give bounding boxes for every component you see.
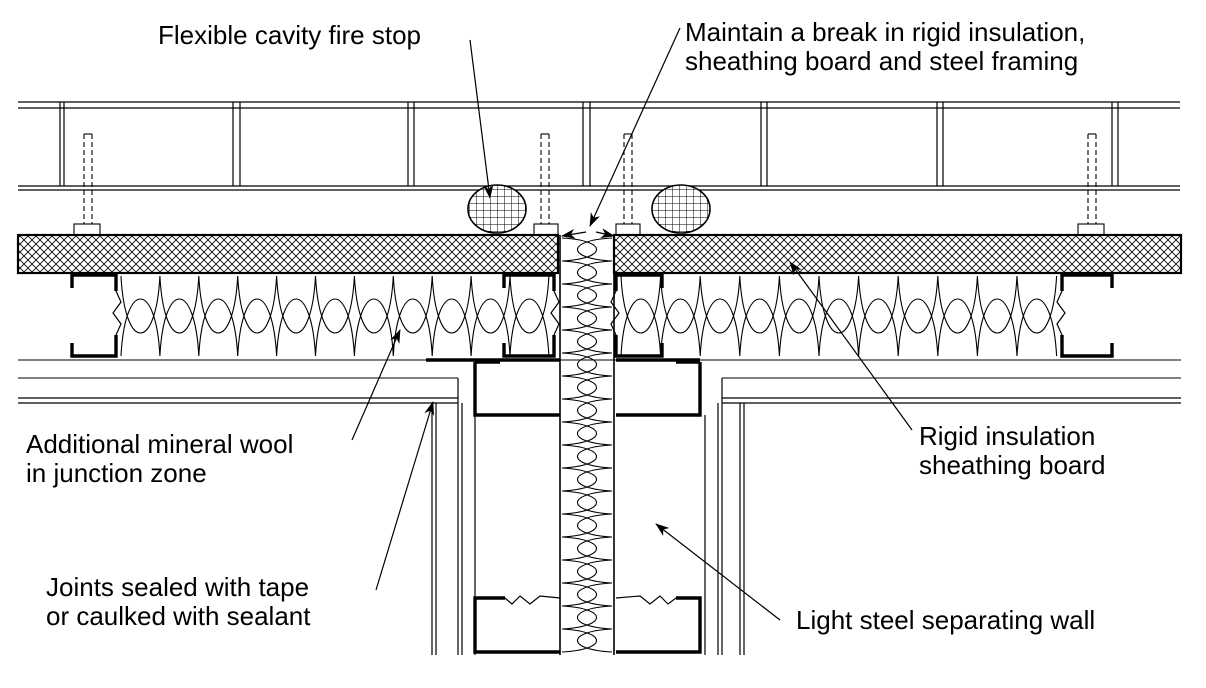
label-line: Rigid insulation [919, 421, 1096, 451]
wall-tie [73, 133, 101, 236]
wool-loops [120, 275, 550, 357]
leader-separating-wall [655, 523, 781, 621]
label-fire-stop: Flexible cavity fire stop [158, 21, 421, 50]
separating-stud-top-right [616, 360, 702, 417]
junction-steel [426, 358, 702, 654]
wall-tie [533, 133, 559, 236]
label-joints-sealed: Joints sealed with tape or caulked with … [46, 573, 310, 631]
wall-tie [615, 133, 641, 236]
separating-wall-wool [559, 235, 615, 655]
label-line: Joints sealed with tape [46, 572, 310, 602]
cavity-fire-stops [467, 184, 711, 234]
leader-rigid-insulation [789, 261, 913, 431]
leader-break-left [561, 228, 587, 239]
brick-outer-leaf [18, 101, 1180, 191]
stud-right [1060, 273, 1114, 358]
label-line: Light steel separating wall [796, 605, 1096, 635]
leader-lines [351, 27, 913, 621]
label-separating-wall: Light steel separating wall [796, 606, 1095, 635]
leader-joints [375, 401, 435, 591]
leader-break [589, 27, 681, 227]
fire-stop-right [651, 184, 711, 234]
inner-boards [18, 378, 1181, 655]
label-maintain-break: Maintain a break in rigid insulation, sh… [685, 18, 1085, 76]
label-line: in junction zone [26, 458, 207, 488]
label-line: Maintain a break in rigid insulation, [685, 17, 1086, 47]
stud-left [70, 273, 118, 358]
label-line: or caulked with sealant [46, 601, 311, 631]
label-line: Additional mineral wool [26, 429, 294, 459]
label-mineral-wool: Additional mineral wool in junction zone [26, 430, 293, 488]
wall-ties [73, 133, 1105, 236]
leader-break-right [595, 228, 615, 239]
stud-centre-left [502, 273, 556, 358]
leader-mineral-wool [351, 329, 401, 441]
wool-loops-vertical [561, 237, 613, 653]
label-line: sheathing board and steel framing [685, 46, 1079, 76]
fire-stop-left [467, 184, 527, 234]
separating-stud-top-left [473, 360, 560, 417]
label-line: sheathing board [919, 450, 1106, 480]
stud-centre-right [614, 273, 664, 358]
label-rigid-insulation: Rigid insulation sheathing board [919, 422, 1105, 480]
separating-stud-bottom-right [616, 596, 702, 654]
leader-fire-stop [469, 39, 494, 199]
wall-tie [1077, 133, 1105, 236]
separating-stud-bottom-left [473, 596, 560, 654]
wool-loops [620, 275, 1058, 357]
steel-studs [70, 273, 1114, 358]
rigid-insulation-board [16, 233, 1183, 275]
wall-mineral-wool [18, 275, 1181, 379]
label-line: Flexible cavity fire stop [158, 20, 421, 50]
